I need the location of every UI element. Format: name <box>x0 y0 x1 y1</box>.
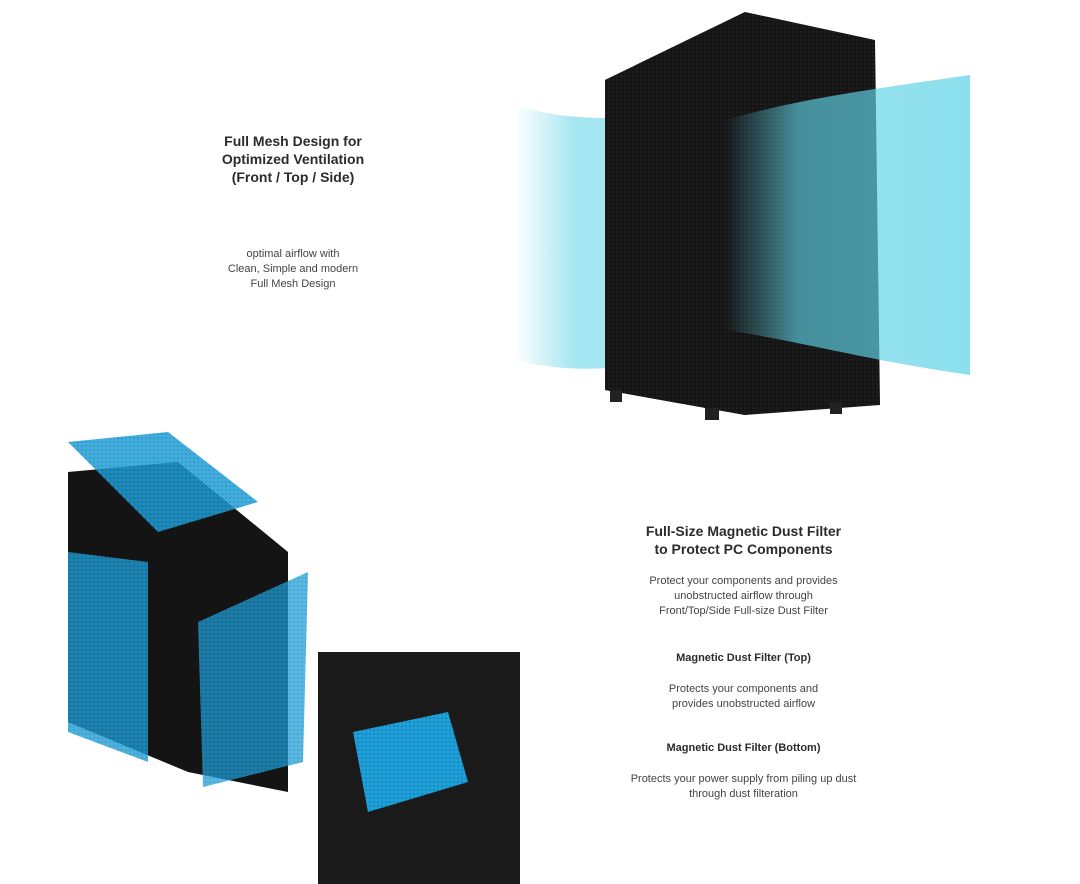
desc-line: Protect your components and provides <box>649 575 838 587</box>
desc-line: Protects your power supply from piling u… <box>630 773 857 785</box>
title-line: Full Mesh Design for <box>224 133 362 149</box>
mesh-design-title: Full Mesh Design for Optimized Ventilati… <box>180 132 406 186</box>
desc-line: unobstructed airflow through <box>674 590 813 602</box>
bottom-filter-title: Magnetic Dust Filter (Bottom) <box>666 742 821 754</box>
desc-line: Protects your components and <box>668 683 819 695</box>
desc-line: Clean, Simple and modern <box>227 263 359 275</box>
desc-line: provides unobstructed airflow <box>671 698 816 710</box>
title-line: (Front / Top / Side) <box>231 169 355 185</box>
top-filter-description: Protects your components and provides un… <box>600 682 887 712</box>
top-filter-title: Magnetic Dust Filter (Top) <box>676 652 811 664</box>
mesh-design-description: optimal airflow with Clean, Simple and m… <box>180 247 406 292</box>
title-line: to Protect PC Components <box>654 541 833 557</box>
title-line: Full-Size Magnetic Dust Filter <box>645 523 842 539</box>
desc-line: optimal airflow with <box>246 248 340 260</box>
dust-filter-image <box>68 432 520 884</box>
desc-line: Front/Top/Side Full-size Dust Filter <box>659 605 828 617</box>
title-line: Optimized Ventilation <box>221 151 365 167</box>
bottom-filter-description: Protects your power supply from piling u… <box>600 772 887 802</box>
dust-filter-title: Full-Size Magnetic Dust Filter to Protec… <box>600 522 887 558</box>
desc-line: through dust filteration <box>689 788 798 800</box>
desc-line: Full Mesh Design <box>250 278 336 290</box>
pc-case-airflow-image <box>515 12 970 420</box>
dust-filter-description: Protect your components and provides uno… <box>600 574 887 619</box>
